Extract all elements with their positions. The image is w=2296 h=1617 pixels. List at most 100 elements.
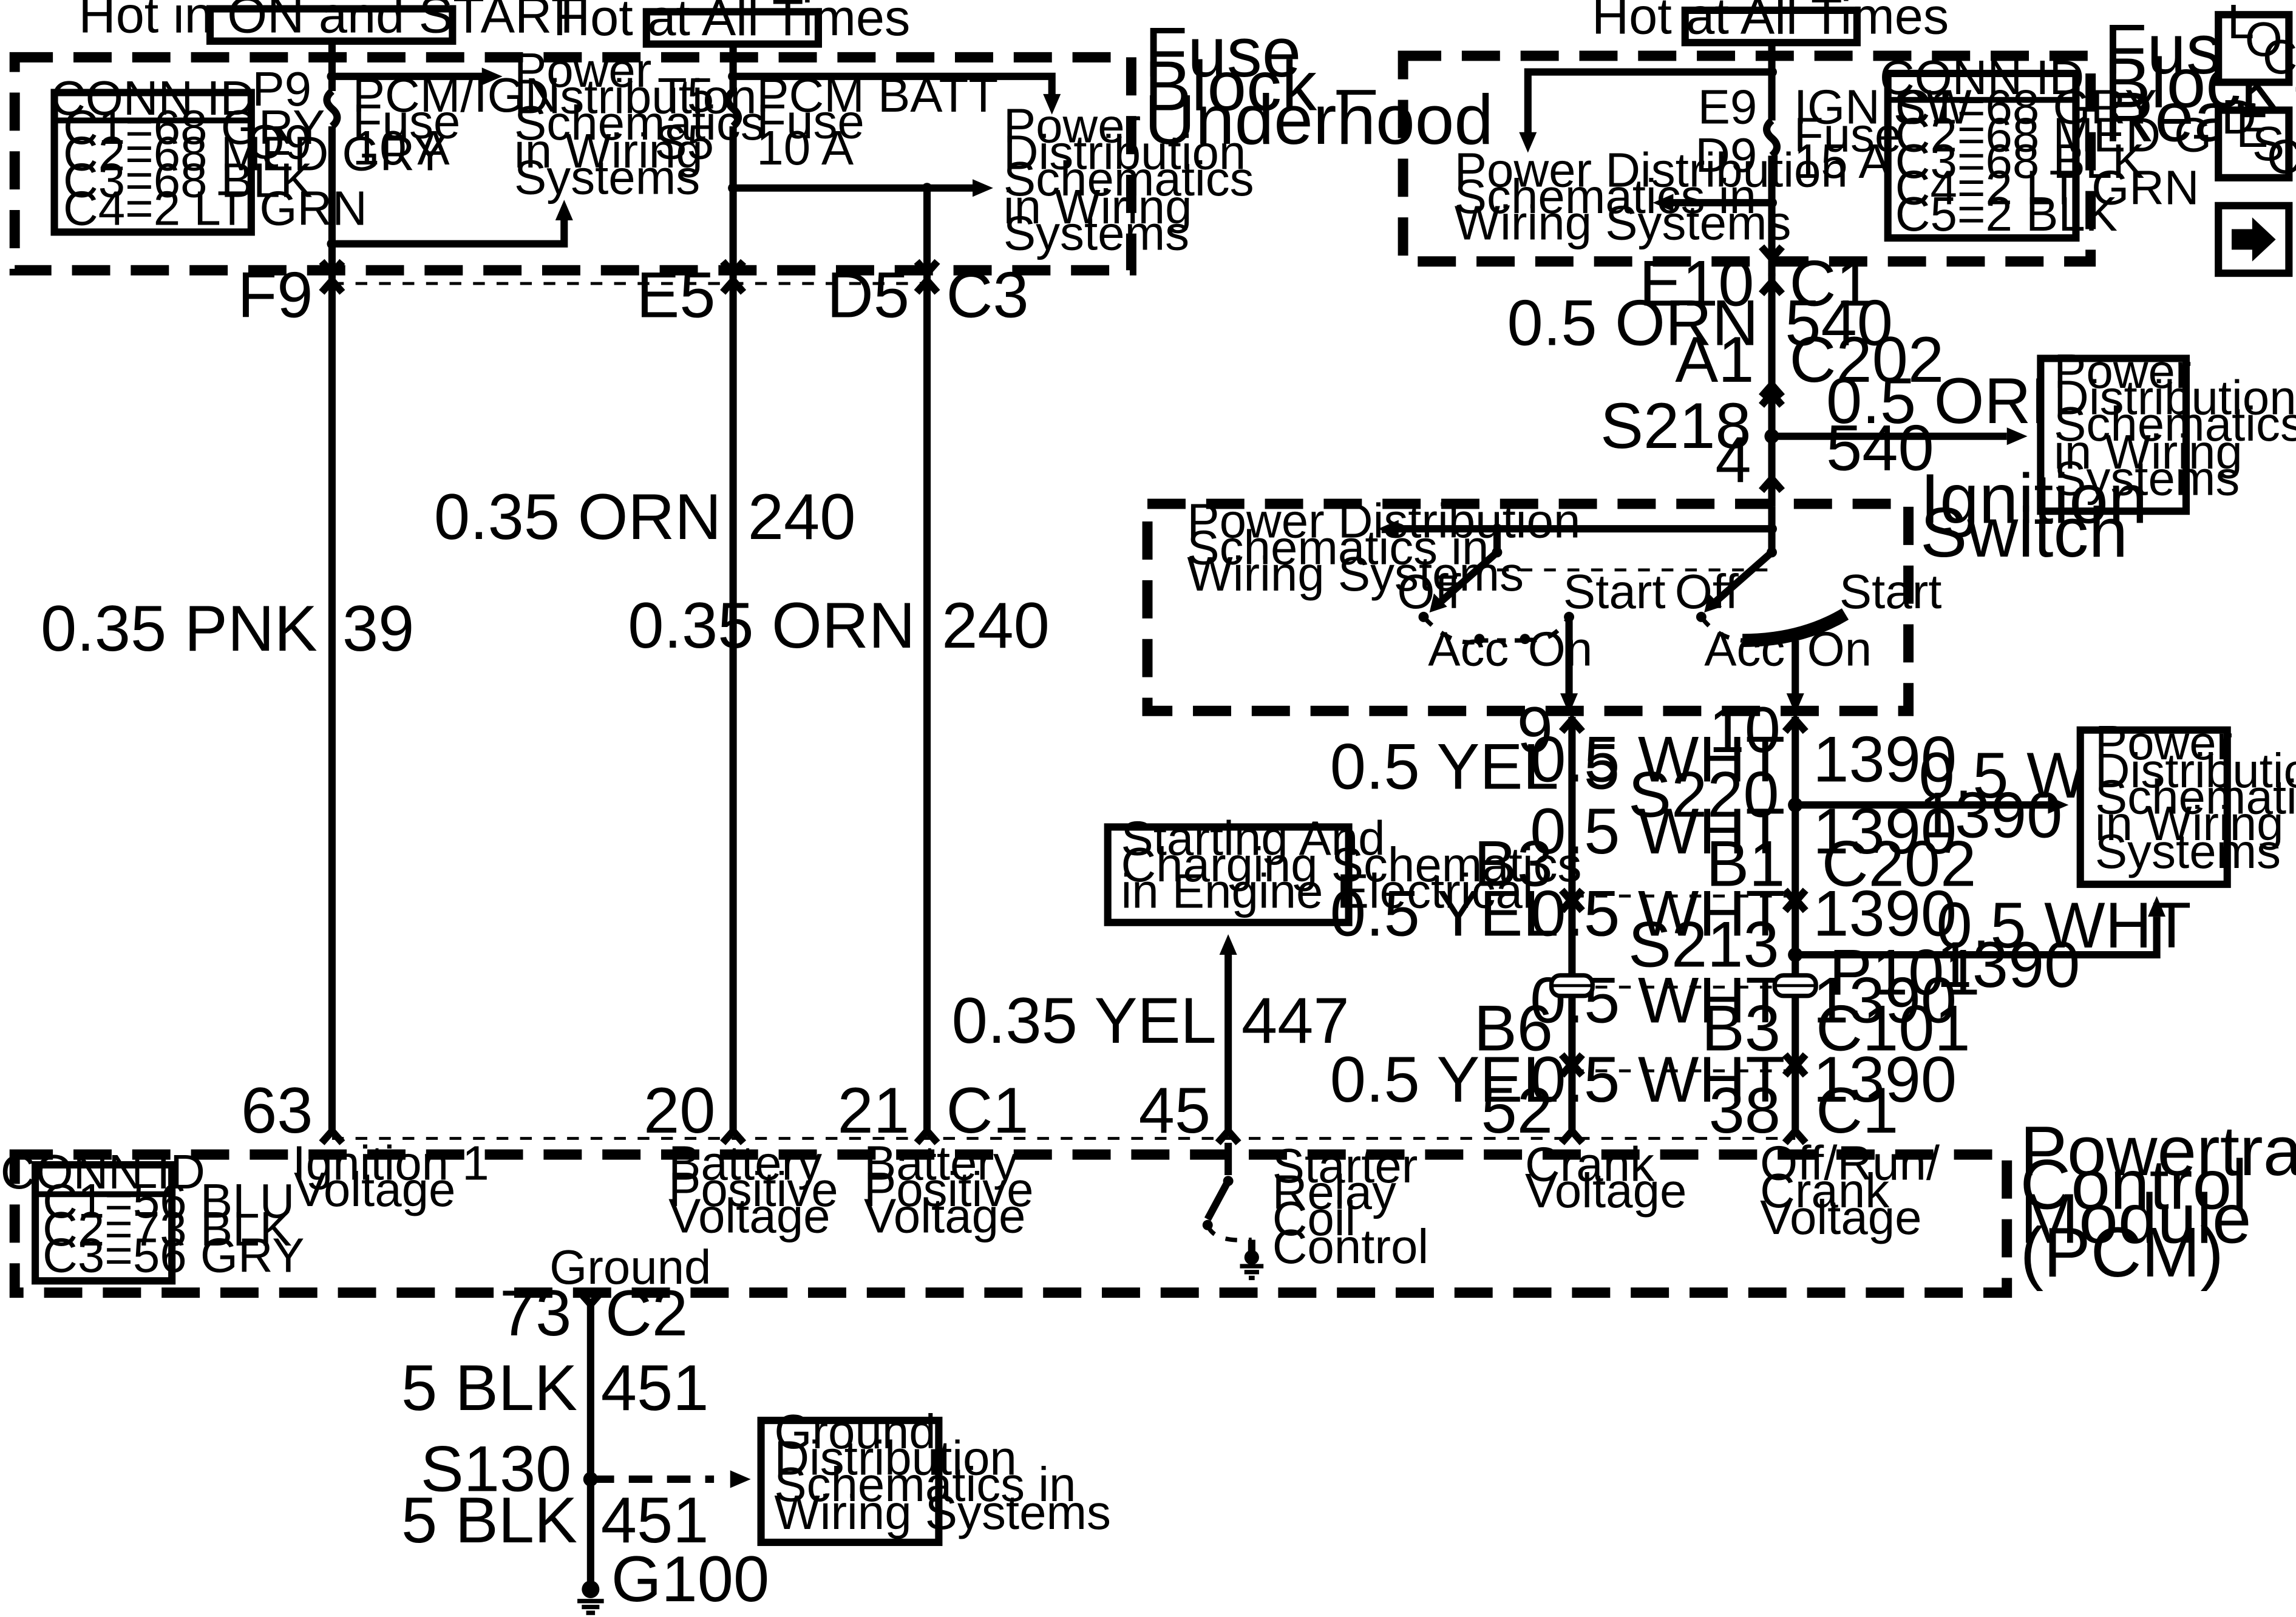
pcm-conn-id-box xyxy=(32,1161,176,1285)
run-gauge5: 0.5 WHT xyxy=(1530,1043,1785,1116)
starting-charging-box[interactable] xyxy=(1104,823,1353,926)
crank-gauge2: 0.5 YEL xyxy=(1330,878,1559,950)
ign-sw-fuse-name-3: 15 A xyxy=(1794,134,1892,188)
ign-sw-fuse-name-1: IGN SW xyxy=(1794,80,1972,134)
pcm-batt-pin-in: T5 xyxy=(657,68,714,122)
rear-pd-1: Power Distribution xyxy=(1455,143,1848,197)
underhood-pd-left-2: Distribution xyxy=(514,69,756,123)
run-gauge3: 0.5 WHT xyxy=(1530,878,1785,950)
starting-charging-text-3: in Engine Electrical xyxy=(1121,864,1533,918)
orn-540-wire: E10 C1 0.5 ORN 540 A1 C202 S218 4 0.5 OR… xyxy=(1507,247,2077,507)
fuse-block-underhood-label-3: Underhood xyxy=(1144,80,1493,159)
pcm-batt2-2: Positive xyxy=(864,1162,1034,1216)
left-switch-start: Start xyxy=(1563,564,1666,619)
pcm-conn-c2: C2=73 BLK xyxy=(42,1202,292,1256)
underhood-conn-c3: C3=68 BLK xyxy=(63,153,313,207)
run-c202: C202 xyxy=(1822,827,1977,900)
pcm-batt1-3: Voltage xyxy=(668,1188,830,1242)
crank-pin-bot: 52 xyxy=(1481,1074,1553,1147)
starter-relay-switch xyxy=(1202,1142,1264,1281)
pcm-batt2-3: Voltage xyxy=(864,1188,1025,1242)
underhood-pd-right-3: Schematics xyxy=(1004,152,1254,206)
pcm-crank-2: Voltage xyxy=(1525,1164,1686,1218)
hot-at-all-times-rear-box xyxy=(1681,6,1861,47)
rear-pd-3: Wiring Systems xyxy=(1455,195,1792,249)
s213-label: S213 xyxy=(1628,908,1779,980)
batt1-circuit: 240 xyxy=(748,481,856,553)
underhood-conn-c4: C4=2 LT GRN xyxy=(63,181,367,235)
ign1-pin-top: F9 xyxy=(237,259,313,331)
power-distribution-box-2[interactable] xyxy=(2076,726,2231,888)
ign-sw-pin-out: D9 xyxy=(1695,128,1757,182)
pcm-batt-fuse: T5 S5 PCM BATT Fuse 10 A xyxy=(654,44,1061,279)
run-c202-pin: B1 xyxy=(1706,827,1785,900)
underhood-pd-left-3: Schematics xyxy=(514,96,765,150)
ignition-switch-label-1: Ignition xyxy=(1920,459,2148,538)
starting-charging-text-1: Starting And xyxy=(1121,811,1385,865)
batt1-gauge: 0.35 ORN xyxy=(434,481,721,553)
ground-distribution-box[interactable] xyxy=(757,1417,943,1547)
underhood-pd-left-1: Power xyxy=(514,43,651,97)
crank-c202-pin: B3 xyxy=(1474,827,1553,900)
run-wire: 10 0.5 WHT 1390 S220 0.5 WHT 1390 0.5 WH… xyxy=(1530,694,2191,1147)
left-switch-off: Off xyxy=(1397,564,1461,619)
g100-label: G100 xyxy=(611,1543,769,1615)
s218-branch-circuit: 540 xyxy=(1826,412,1934,484)
pcm-conn-c1: C1=56 BLU xyxy=(42,1174,294,1228)
pcm-batt-fuse-name-3: 10 A xyxy=(756,121,854,175)
underhood-pd-right-1: Power xyxy=(1004,99,1141,153)
crank-gauge: 0.5 YEL xyxy=(1330,731,1559,803)
ground-box-text-4: Wiring Systems xyxy=(774,1485,1111,1539)
ground-box-text-2: Distribution xyxy=(774,1431,1016,1485)
pd-box-1-text-1: Power xyxy=(2054,344,2191,398)
batt2-circuit: 240 xyxy=(942,589,1050,662)
next-arrow-icon[interactable] xyxy=(2215,202,2293,277)
crank-circuit3: 5 xyxy=(1584,1043,1620,1116)
crank-pin-top: 9 xyxy=(1517,694,1553,766)
pcm-starter-1: Starter xyxy=(1272,1139,1418,1193)
rear-pd-2: Schematics in xyxy=(1455,169,1756,223)
ign-sw-fuse-name-2: Fuse xyxy=(1794,107,1902,161)
pd-box-1-text-5: Systems xyxy=(2054,452,2240,506)
p101-label: P101 xyxy=(1829,936,1980,1008)
run-c101: C101 xyxy=(1816,992,1971,1064)
pd-box-2-text-1: Power xyxy=(2095,716,2232,770)
pcm-ign-fuse-name-1: PCM/IGN xyxy=(353,68,560,122)
d5-connector-mark xyxy=(914,275,940,295)
loc-icon[interactable]: L O C xyxy=(2215,0,2296,86)
hot-in-on-start-label: Hot in ON and START xyxy=(79,0,583,43)
ignition-1-wire: F9 0.35 PNK 39 63 xyxy=(41,259,414,1147)
pcm-conn-c3: C3=56 GRY xyxy=(42,1229,304,1283)
desc-icon[interactable]: D E S C xyxy=(2215,90,2296,184)
crank-wire: 9 0.5 YEL 5 B3 0.5 YEL 5 B6 0.5 YEL 5 52 xyxy=(1330,694,1620,1147)
rear-conn-c5: C5=2 BLK xyxy=(1895,187,2118,241)
s220-label: S220 xyxy=(1628,759,1779,831)
ground-box-text-1: Ground xyxy=(774,1405,936,1459)
pcm-label-1: Powertrain xyxy=(2020,1111,2296,1190)
underhood-pd-right-2: Distribution xyxy=(1004,125,1246,179)
pcm-run-3: Voltage xyxy=(1760,1190,1921,1244)
s220-branch-circuit: 1390 xyxy=(1919,779,2063,851)
run-circuit4: 1390 xyxy=(1813,964,1957,1036)
pcm-batt1-1: Battery xyxy=(668,1136,822,1190)
s213-branch-circuit: 1390 xyxy=(1937,929,2080,1001)
p101-grommet-left xyxy=(1549,973,1595,998)
ground-pin: 73 xyxy=(500,1277,571,1349)
left-switch-on: On xyxy=(1528,622,1593,676)
pcm-module: Powertrain Control Module (PCM) CONN ID … xyxy=(1,1111,2296,1298)
run-c101-pin: B3 xyxy=(1702,992,1781,1064)
desc-letter-d: D xyxy=(2221,90,2257,144)
pcm-batt-fuse-name-2: Fuse xyxy=(756,94,864,148)
rear-gauge: 0.5 ORN xyxy=(1507,287,1759,359)
fuse-block-rear: Fuse Block – Rear Hot at All Times CONN … xyxy=(1398,0,2296,276)
pd-box-1-text-3: Schematics xyxy=(2054,397,2296,451)
pcm-run-2: Crank xyxy=(1760,1164,1890,1218)
pcm-outline xyxy=(9,1149,2012,1298)
right-switch-off: Off xyxy=(1675,564,1739,619)
underhood-pd-left-5: Systems xyxy=(514,150,700,204)
s218-label: S218 xyxy=(1600,390,1751,462)
power-distribution-box-1[interactable] xyxy=(2037,354,2190,515)
underhood-pd-right-4: in Wiring xyxy=(1004,180,1192,234)
batt2-pin-top: D5 xyxy=(827,259,909,331)
